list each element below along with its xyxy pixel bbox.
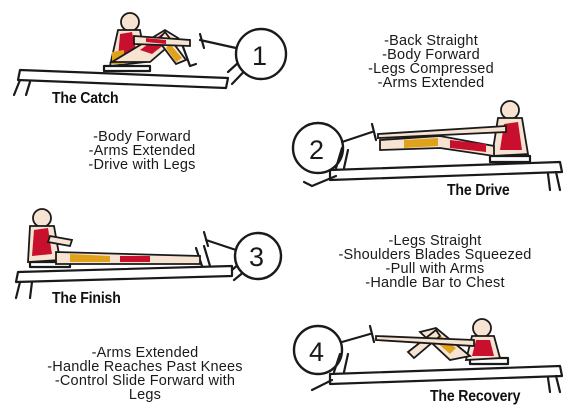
stage-4-note: Legs — [4, 388, 286, 402]
stage-4-note: -Control Slide Forward with — [4, 374, 286, 388]
stage-3-note: -Shoulders Blades Squeezed — [292, 248, 578, 262]
stage-2-label: The Drive — [447, 182, 510, 200]
stage-1-note: -Back Straight — [336, 34, 526, 48]
stage-1-label: The Catch — [52, 90, 118, 108]
stage-4-label: The Recovery — [430, 388, 520, 406]
stage-1-notes: -Back Straight -Body Forward -Legs Compr… — [336, 34, 526, 90]
rower-figure-2 — [378, 101, 528, 156]
stage-2-notes: -Body Forward -Arms Extended -Drive with… — [52, 130, 232, 172]
rower-figure-4 — [376, 319, 500, 360]
stage-3-note: -Handle Bar to Chest — [292, 276, 578, 290]
stage-2-number: 2 — [309, 135, 324, 165]
stage-1-note: -Legs Compressed — [336, 62, 526, 76]
stage-1-note: -Arms Extended — [336, 76, 526, 90]
stage-3-note: -Pull with Arms — [292, 262, 578, 276]
stage-2-note: -Arms Extended — [52, 144, 232, 158]
stage-4-note: -Arms Extended — [4, 346, 286, 360]
stage-1-note: -Body Forward — [336, 48, 526, 62]
stage-3-note: -Legs Straight — [292, 234, 578, 248]
seat-1 — [104, 66, 150, 71]
stage-4-note: -Handle Reaches Past Knees — [4, 360, 286, 374]
rower-figure-1 — [110, 13, 190, 66]
stage-1-number: 1 — [252, 41, 267, 71]
stage-4-number: 4 — [309, 337, 324, 367]
stage-3-number: 3 — [249, 242, 264, 272]
stage-2-note: -Drive with Legs — [52, 158, 232, 172]
stage-3-label: The Finish — [52, 290, 121, 308]
stage-3-notes: -Legs Straight -Shoulders Blades Squeeze… — [292, 234, 578, 290]
stage-4-notes: -Arms Extended -Handle Reaches Past Knee… — [4, 346, 286, 402]
stage-2-note: -Body Forward — [52, 130, 232, 144]
rower-figure-3 — [28, 209, 200, 264]
